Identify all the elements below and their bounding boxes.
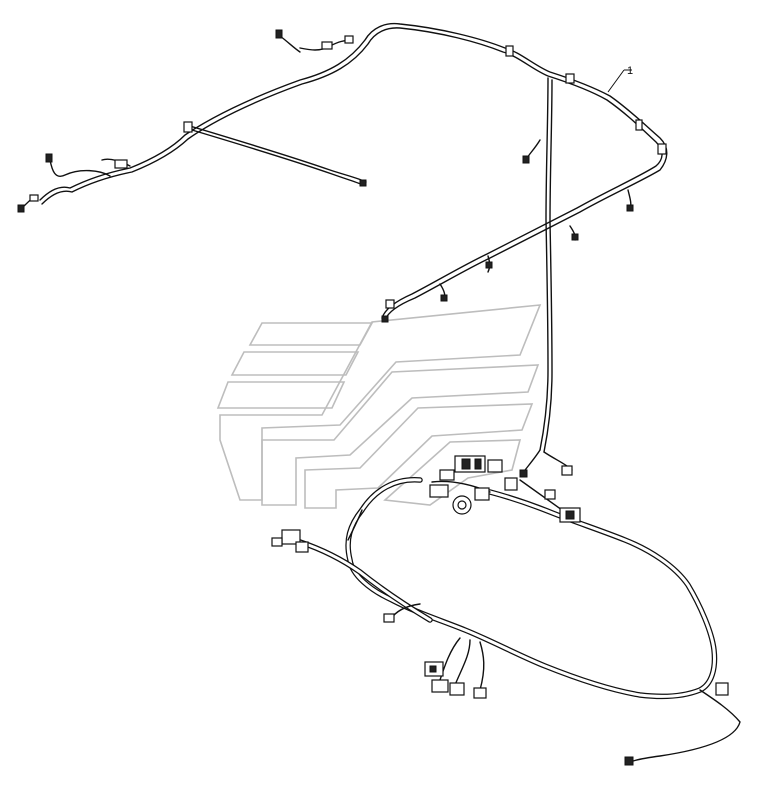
callout-1-label: 1 bbox=[627, 65, 633, 77]
upper-harness bbox=[21, 22, 668, 453]
upper-connectors bbox=[17, 29, 667, 323]
watermark-logo bbox=[216, 304, 542, 509]
lower-connectors bbox=[271, 455, 729, 766]
lower-harness bbox=[297, 449, 741, 763]
callout-1: 1 bbox=[607, 65, 633, 93]
